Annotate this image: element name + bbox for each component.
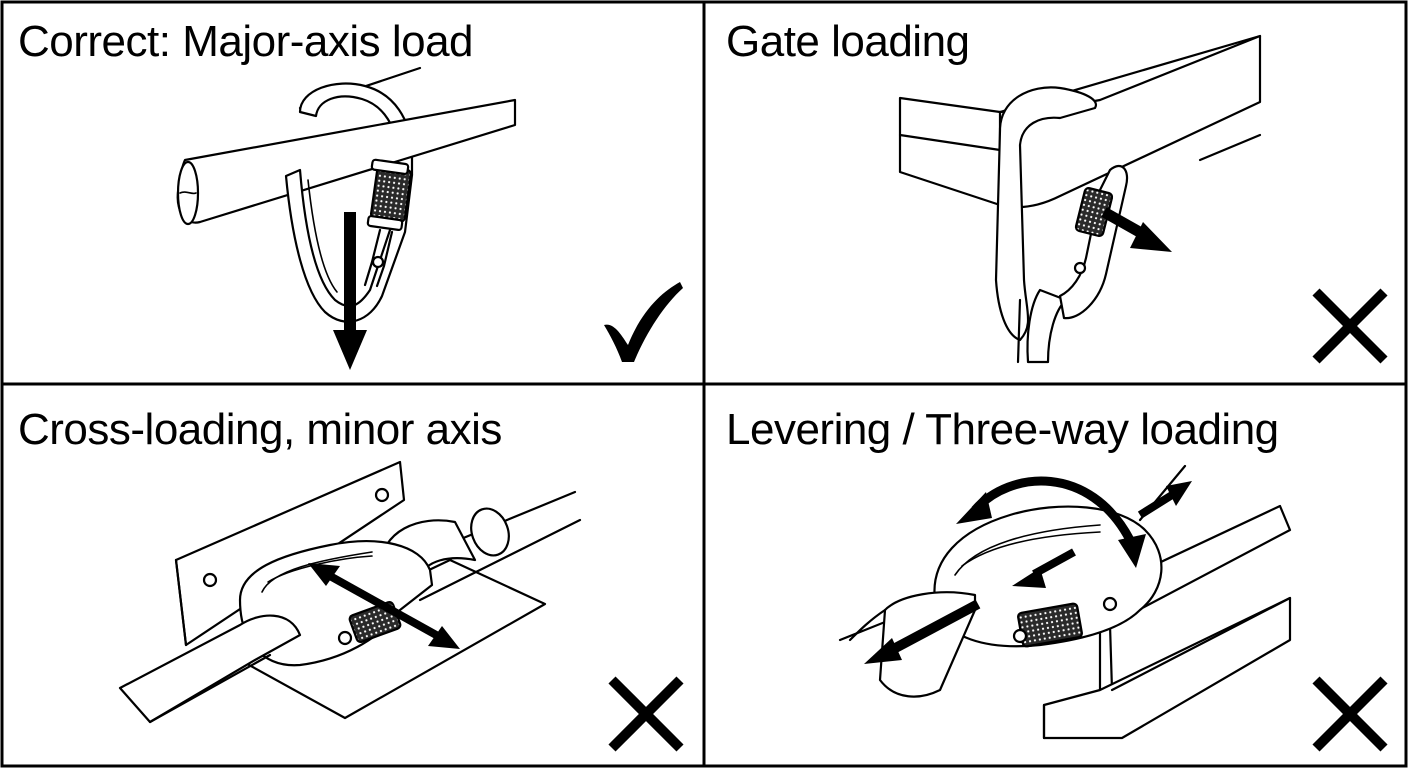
load-arrow-outward [1101, 207, 1172, 252]
x-mark-icon [1312, 288, 1388, 364]
panel-levering-three-way: Levering / Three-way loading [726, 405, 1388, 752]
panel-title: Correct: Major-axis load [18, 17, 473, 66]
gate-loading-illustration [898, 34, 1262, 364]
panel-title: Gate loading [726, 17, 970, 66]
load-arrow-down [333, 212, 367, 370]
x-mark-icon [1312, 676, 1388, 752]
panel-title: Levering / Three-way loading [726, 405, 1279, 454]
panel-cross-loading-minor-axis: Cross-loading, minor axis [18, 405, 684, 752]
panel-gate-loading: Gate loading [726, 17, 1388, 364]
levering-illustration [838, 464, 1292, 740]
checkmark-icon [604, 282, 683, 362]
load-arrow-inward [1012, 548, 1076, 588]
major-axis-illustration [176, 66, 517, 323]
panel-correct-major-axis: Correct: Major-axis load [18, 17, 683, 370]
load-arrow-rotation [956, 476, 1146, 568]
load-arrow-down-left [864, 599, 981, 664]
x-mark-icon [608, 676, 684, 752]
load-arrow-double [308, 563, 460, 649]
cross-loading-illustration [118, 460, 582, 724]
load-arrow-outward-right [1137, 481, 1192, 519]
panel-title: Cross-loading, minor axis [18, 405, 502, 454]
